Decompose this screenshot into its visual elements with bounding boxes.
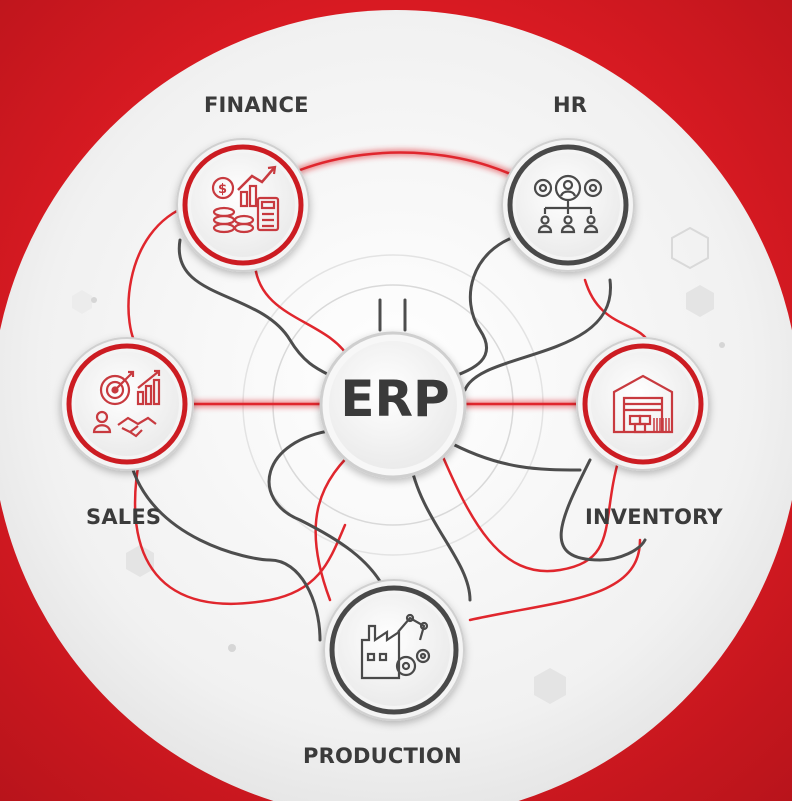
inventory-label: INVENTORY [585, 505, 723, 529]
sales-label: SALES [86, 505, 162, 529]
hr-label: HR [553, 93, 588, 117]
gray-connection-lines [128, 233, 647, 642]
center-erp-node [319, 331, 467, 479]
erp-center-label: ERP [340, 370, 450, 428]
decorative-hexagons [72, 226, 714, 704]
inventory-icon [612, 374, 674, 434]
sales-icon [92, 369, 161, 438]
svg-text:$: $ [218, 182, 227, 197]
production-icon [360, 613, 431, 680]
production-label: PRODUCTION [303, 744, 462, 768]
finance-label: FINANCE [204, 93, 309, 117]
sales-node [60, 337, 194, 471]
production-node [323, 579, 465, 721]
finance-icon: $ [211, 165, 280, 234]
hr-icon [533, 174, 603, 234]
